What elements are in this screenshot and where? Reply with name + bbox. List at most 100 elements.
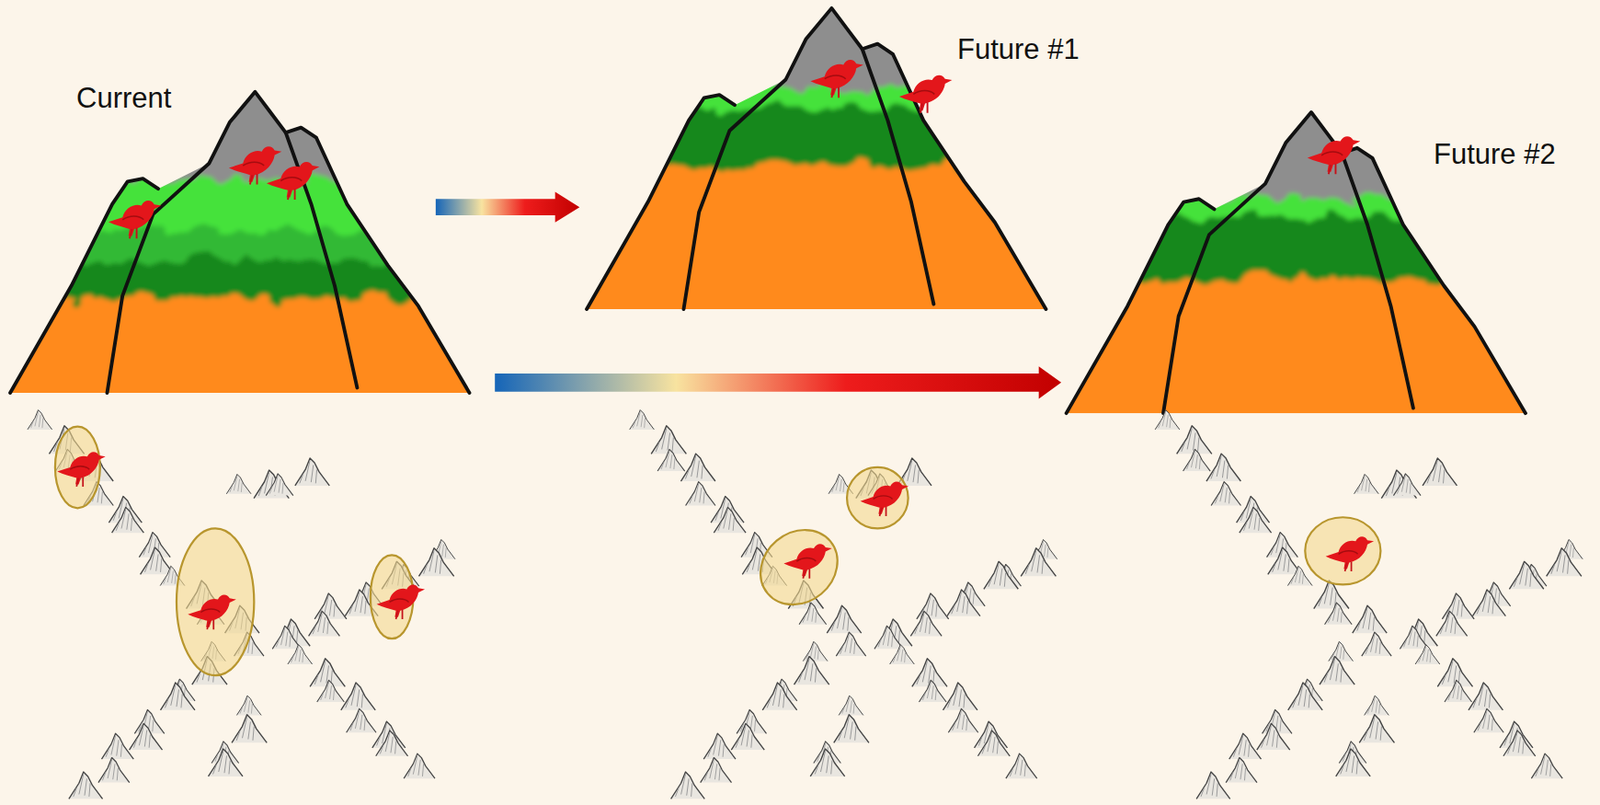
map-mountain <box>1399 625 1429 649</box>
map-mountain <box>295 457 330 486</box>
mountain-hatch <box>1009 754 1026 777</box>
mountain-hatch <box>1367 697 1380 714</box>
mountain-outline <box>208 748 243 777</box>
map-mountain <box>1444 679 1473 702</box>
mountain-hatch <box>1473 684 1491 708</box>
elevation-band <box>1035 81 1556 203</box>
range-ellipse <box>1304 516 1381 584</box>
map-mountain <box>835 631 866 656</box>
mountain-outline <box>1364 695 1390 715</box>
mountain-hatch <box>704 759 720 781</box>
map-mountain <box>112 506 145 533</box>
mountain-outline <box>1415 644 1440 664</box>
mountain-outline <box>1239 506 1272 533</box>
ridge-line <box>1066 198 1215 413</box>
mountain-hatch <box>982 731 998 754</box>
bird-wing <box>824 75 846 80</box>
mountain-outline <box>160 682 195 710</box>
map-mountain <box>1239 506 1272 533</box>
vegetation-bands <box>0 61 501 429</box>
map-mountain <box>1354 473 1380 493</box>
mountain-hatch <box>689 483 705 504</box>
mountain-hatch <box>735 725 753 748</box>
mountain-outline <box>418 548 454 577</box>
map-mountain <box>1325 602 1353 625</box>
elevation-band <box>556 165 1077 345</box>
mountain-hatch <box>1508 731 1524 754</box>
mountain-hatch <box>408 754 424 777</box>
mountain-outline <box>1183 448 1212 471</box>
mountain-hatch <box>1318 582 1337 606</box>
panel-label: Future #1 <box>957 33 1080 67</box>
map-mountain <box>629 410 655 430</box>
mountain-hatch <box>1440 613 1456 635</box>
bird-leg <box>802 568 810 578</box>
bird-wing <box>200 608 220 612</box>
mountain-hatch <box>312 613 329 635</box>
mountain-outline <box>226 473 252 493</box>
map-mountain <box>703 732 736 759</box>
map-mountain <box>1359 714 1395 743</box>
map-mountain <box>317 679 345 702</box>
elevation-band <box>1035 216 1556 284</box>
mountain-hatch <box>952 710 968 732</box>
bird-icon <box>377 583 425 619</box>
map-mountain <box>762 682 797 710</box>
map-mountain <box>713 506 746 533</box>
bird-wing <box>69 466 90 469</box>
bird-leg <box>1328 163 1337 174</box>
map-mountain <box>1257 722 1291 750</box>
mountain-hatch <box>269 475 284 494</box>
mountain-outline <box>794 656 830 686</box>
elevation-band <box>1035 279 1556 449</box>
bird-icon <box>899 75 952 114</box>
map-panel <box>629 410 1058 800</box>
mountain-hatch <box>275 627 291 647</box>
mountain-hatch <box>115 509 132 531</box>
mountain-outline <box>1546 548 1582 577</box>
map-mountain <box>1436 610 1468 636</box>
bird-leg <box>396 609 403 619</box>
ridge-line <box>1341 148 1526 413</box>
bird-leg <box>206 619 214 629</box>
mountain-hatch <box>832 475 845 492</box>
bird-wing <box>242 161 264 166</box>
mountain-outline <box>680 453 715 481</box>
bird-icon <box>108 200 161 239</box>
mountain-outline <box>1196 771 1231 799</box>
mountain-hatch <box>290 645 303 663</box>
ridge-line <box>862 44 1047 309</box>
mountain-outline <box>98 757 130 783</box>
mountain-hatch <box>299 459 318 483</box>
mountain-hatch <box>842 697 855 714</box>
mountain-hatch <box>1477 710 1493 732</box>
map-mountain <box>341 682 376 710</box>
map-mountain <box>68 771 103 799</box>
elevation-band <box>0 61 501 186</box>
mountain-outline <box>1325 602 1353 625</box>
bird-wing <box>280 177 302 182</box>
map-mountain <box>1287 565 1313 585</box>
map-mountain <box>1020 548 1056 577</box>
mountain-outline <box>1020 548 1056 577</box>
map-mountain <box>308 610 341 636</box>
map-mountain <box>101 732 134 759</box>
map-mountain <box>346 708 377 732</box>
mountain-hatch <box>229 475 242 492</box>
mountain-hatch <box>236 716 254 740</box>
mountain-hatch <box>674 773 692 796</box>
mountain-hatch <box>31 411 44 428</box>
bird-body <box>266 161 320 198</box>
map-mountain <box>1211 481 1241 506</box>
bird-leg <box>831 87 839 98</box>
mountain-hatch <box>922 681 937 700</box>
mountain-hatch <box>1324 658 1342 682</box>
panel-label: Current <box>76 81 172 115</box>
mountain-outline <box>1468 682 1503 710</box>
map-mountain <box>272 625 301 649</box>
bird-icon <box>1325 536 1374 572</box>
map-mountain <box>810 748 845 777</box>
bird-leg <box>76 476 83 486</box>
map-mountain <box>265 473 294 496</box>
bird-icon <box>266 161 320 200</box>
